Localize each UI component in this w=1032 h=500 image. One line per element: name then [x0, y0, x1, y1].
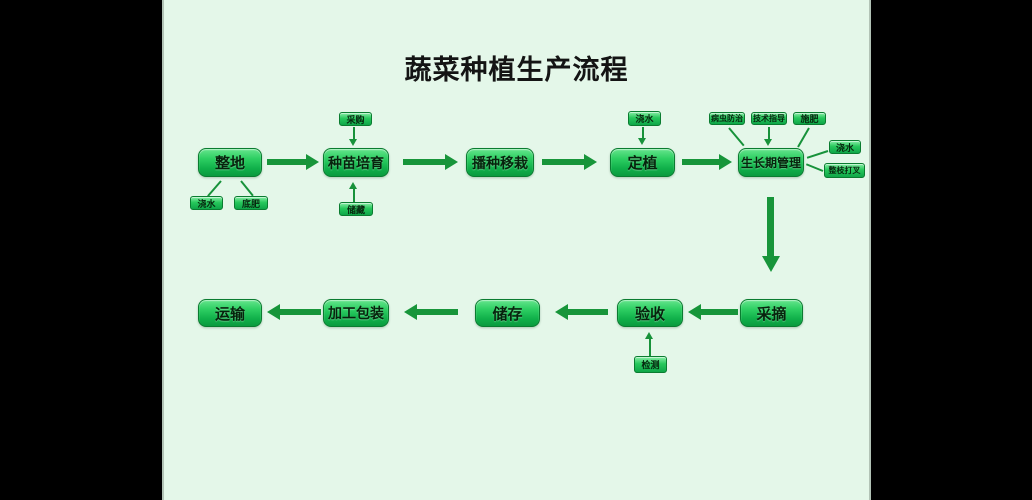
sat-pest-control: 病虫防治 [709, 112, 745, 125]
arrow-left-3 [404, 304, 458, 320]
node-picking: 采摘 [740, 299, 803, 327]
arrow-left-4 [267, 304, 321, 320]
sat-storing: 储藏 [339, 202, 373, 216]
arrow-right-1 [267, 154, 319, 170]
connector-line-technical-guidance [768, 127, 770, 140]
arrowhead-technical-guidance [764, 139, 772, 146]
sat-base-fertilizer: 底肥 [234, 196, 268, 210]
node-planting: 定植 [610, 148, 675, 177]
sat-testing: 检测 [634, 356, 667, 373]
node-seedling-cultivation: 种苗培育 [323, 148, 389, 177]
node-growth-management: 生长期管理 [738, 148, 804, 177]
sat-watering-planting: 浇水 [628, 111, 661, 126]
sat-technical-guidance: 技术指导 [751, 112, 787, 125]
sat-watering-prepare-land: 浇水 [190, 196, 223, 210]
connector-line-purchase [353, 127, 355, 140]
arrow-right-4 [682, 154, 732, 170]
arrow-left-1 [688, 304, 738, 320]
arrowhead-watering-planting [638, 138, 646, 145]
node-transport: 运输 [198, 299, 262, 327]
arrowhead-purchase [349, 139, 357, 146]
connector-line-testing [649, 338, 651, 356]
arrow-right-3 [542, 154, 597, 170]
sat-pruning: 整枝打叉 [824, 163, 865, 178]
node-sowing-transplanting: 播种移栽 [466, 148, 534, 177]
arrowhead-testing [645, 332, 653, 339]
arrow-down-picking [762, 197, 780, 272]
connector-line-watering-planting [642, 127, 644, 139]
sat-fertilization: 施肥 [793, 112, 826, 125]
sat-purchase: 采购 [339, 112, 372, 126]
node-acceptance-check: 验收 [617, 299, 683, 327]
node-processing-packaging: 加工包装 [323, 299, 389, 327]
arrowhead-storing [349, 182, 357, 189]
node-prepare-land: 整地 [198, 148, 262, 177]
arrow-right-2 [403, 154, 458, 170]
node-storage: 储存 [475, 299, 540, 327]
sat-watering-growth: 浇水 [829, 140, 861, 154]
arrow-left-2 [555, 304, 608, 320]
diagram-background [162, 0, 871, 500]
connector-line-storing [353, 188, 355, 202]
diagram-title: 蔬菜种植生产流程 [404, 55, 629, 85]
